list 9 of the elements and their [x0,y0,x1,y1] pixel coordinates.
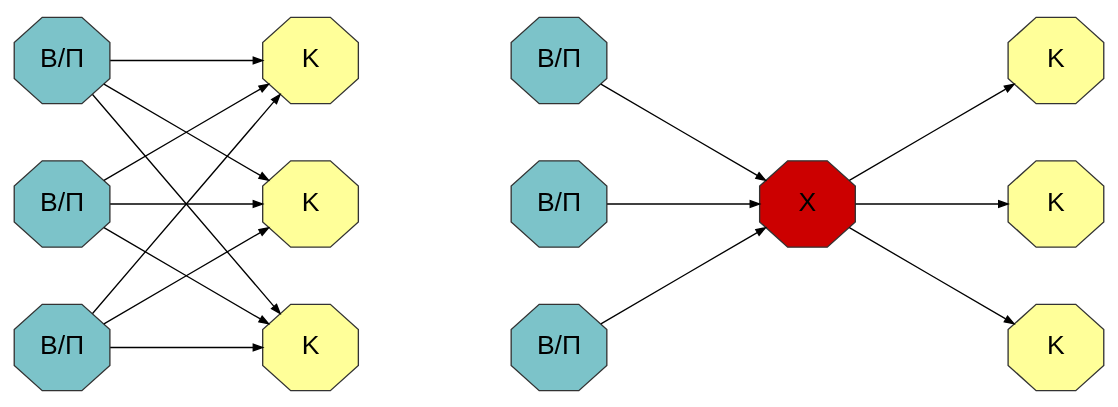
arrow [854,199,1010,208]
arrow [109,55,265,65]
arrow [848,82,1016,181]
arrow [109,199,265,208]
arrow [606,199,762,208]
arrow [109,342,265,352]
arrow [600,226,768,324]
arrow [848,226,1016,325]
arrow [600,83,768,181]
